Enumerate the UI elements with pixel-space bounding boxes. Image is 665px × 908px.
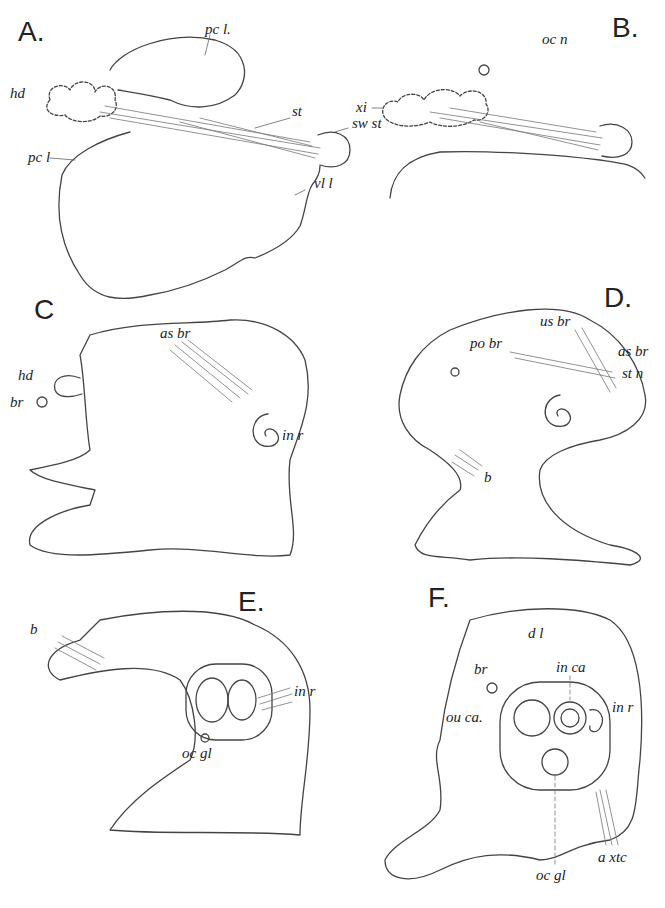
part-label: b [484,470,492,485]
part-label: vl l [314,176,333,191]
part-label: a xtc [598,850,627,865]
part-label: as br [160,326,190,341]
part-label: oc n [542,32,567,47]
part-label: br [10,395,23,410]
part-label: oc gl [182,746,212,761]
panel-letter: B. [612,14,638,42]
panel-letter: A. [18,18,44,46]
part-label: pc l [28,150,50,165]
panel-letter: C [34,296,54,324]
part-label: in r [294,684,315,699]
part-label: as br [618,344,648,359]
part-label: xi [356,100,367,115]
part-label: ou ca. [446,710,483,725]
part-label: pc l. [205,22,231,37]
part-label: us br [540,314,570,329]
part-label: st n [622,366,643,381]
part-label: sw st [352,116,382,131]
part-label: in r [282,428,303,443]
part-label: br [474,662,487,677]
panel-letter: D. [604,284,632,312]
part-label: oc gl [536,868,566,883]
part-label: b [30,622,38,637]
panel-letter: F. [428,584,450,612]
part-label: po br [470,336,502,351]
part-label: in ca [556,660,586,675]
part-label: d l [528,626,543,641]
part-label: hd [18,368,33,383]
part-label: in r [612,700,633,715]
part-label: hd [10,86,25,101]
part-label: st [292,104,302,119]
panel-letter: E. [238,588,264,616]
